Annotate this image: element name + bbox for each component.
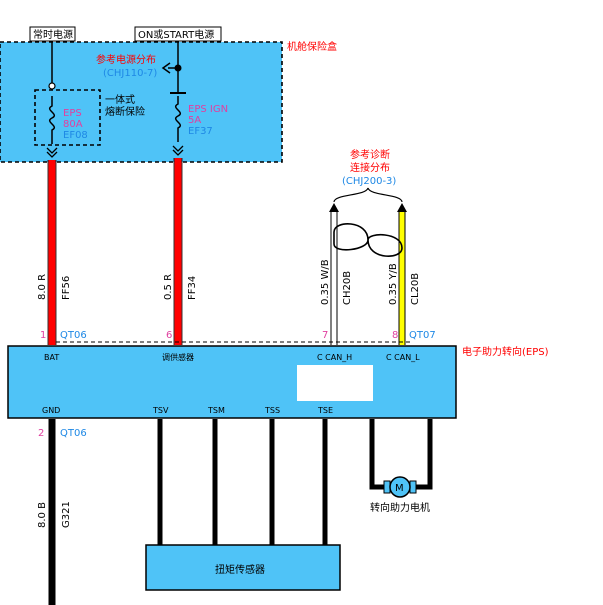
fuse1-rating: 80A <box>63 119 83 130</box>
fuse2-symbol <box>175 96 181 142</box>
motor-symbol: M <box>395 483 404 494</box>
fuse-box-title: 机舱保险盒 <box>287 40 337 53</box>
diag-ref-code: (CHJ200-3) <box>342 176 396 187</box>
eps-pin-tss: TSS <box>264 406 280 415</box>
wire-g321-code: G321 <box>61 501 72 528</box>
integrated-fuse-note-1: 一体式 <box>105 93 135 106</box>
fuse2-bottom-chevron <box>172 145 184 156</box>
eps-pin-tsm: TSM <box>207 406 225 415</box>
wire-ff56-spec: 8.0 R <box>37 274 48 300</box>
pin-2-connector: QT06 <box>60 428 87 439</box>
eps-pin-tsv: TSV <box>152 406 169 415</box>
fuse1-id: EF08 <box>63 130 88 141</box>
motor-right-terminal <box>409 480 417 494</box>
eps-pin-ign: 调供感器 <box>162 352 194 362</box>
wire-ch20b-spec: 0.35 W/B <box>320 259 331 305</box>
fuse-box-panel <box>0 41 283 163</box>
motor-icon <box>389 476 411 498</box>
integrated-fuse-note-2: 熔断保险 <box>105 105 145 118</box>
fuse1-symbol <box>49 96 55 144</box>
eps-pin-can-h: C CAN_H <box>317 353 352 362</box>
pin-8-number: 8 <box>392 330 398 341</box>
diag-ref-line2: 连接分布 <box>350 161 390 174</box>
torque-sensor <box>145 544 341 591</box>
integrated-fuse-box <box>34 89 101 146</box>
fuse1-bottom-chevron <box>46 147 58 158</box>
on-start-power-label: ON或START电源 <box>138 28 214 41</box>
pin-2-number: 2 <box>38 428 44 439</box>
wire-ff34-code: FF34 <box>187 276 198 300</box>
eps-pin-can-l: C CAN_L <box>386 353 420 362</box>
pin-1-number: 1 <box>40 330 46 341</box>
wire-ch20b-code: CH20B <box>342 271 353 305</box>
twisted-pair-icon <box>333 223 403 257</box>
fuse2-rating: 5A <box>188 115 201 126</box>
diag-ref-brace <box>333 187 403 203</box>
eps-module-title: 电子助力转向(EPS) <box>462 345 549 358</box>
ref-power-note: 参考电源分布 <box>96 53 156 66</box>
motor-wire-left <box>369 419 386 490</box>
fuse1-name: EPS <box>63 108 82 119</box>
fuse2-name: EPS IGN <box>188 104 228 115</box>
can-l-arrow-icon <box>397 203 407 212</box>
eps-module <box>7 345 457 419</box>
ref-power-arrow-icon <box>161 62 171 74</box>
diag-ref-line1: 参考诊断 <box>350 148 390 161</box>
eps-pin-tse: TSE <box>317 406 333 415</box>
motor-left-terminal <box>383 480 391 494</box>
pin-8-connector: QT07 <box>409 330 436 341</box>
eps-pin-gnd: GND <box>42 406 60 415</box>
wire-cl20b-code: CL20B <box>410 273 421 305</box>
motor-label: 转向助力电机 <box>370 501 430 514</box>
pin-6-number: 6 <box>166 330 172 341</box>
eps-pin-bat: BAT <box>44 353 59 362</box>
ref-power-code: (CHJ110-7) <box>103 68 157 79</box>
fuse2-id: EF37 <box>188 126 213 137</box>
wire-cl20b-spec: 0.35 Y/B <box>388 263 399 305</box>
fuse1-top-terminal <box>48 82 56 90</box>
wire-ff34-spec: 0.5 R <box>163 274 174 300</box>
eps-blank-area <box>297 365 373 401</box>
pin-1-connector: QT06 <box>60 330 87 341</box>
wire-g321-spec: 8.0 B <box>37 502 48 528</box>
wire-ff56-code: FF56 <box>61 276 72 300</box>
can-h-arrow-icon <box>329 203 339 212</box>
torque-sensor-label: 扭矩传感器 <box>215 563 265 576</box>
pin-7-number: 7 <box>322 330 328 341</box>
constant-power-label: 常时电源 <box>33 28 73 41</box>
motor-wire-right <box>414 419 433 490</box>
